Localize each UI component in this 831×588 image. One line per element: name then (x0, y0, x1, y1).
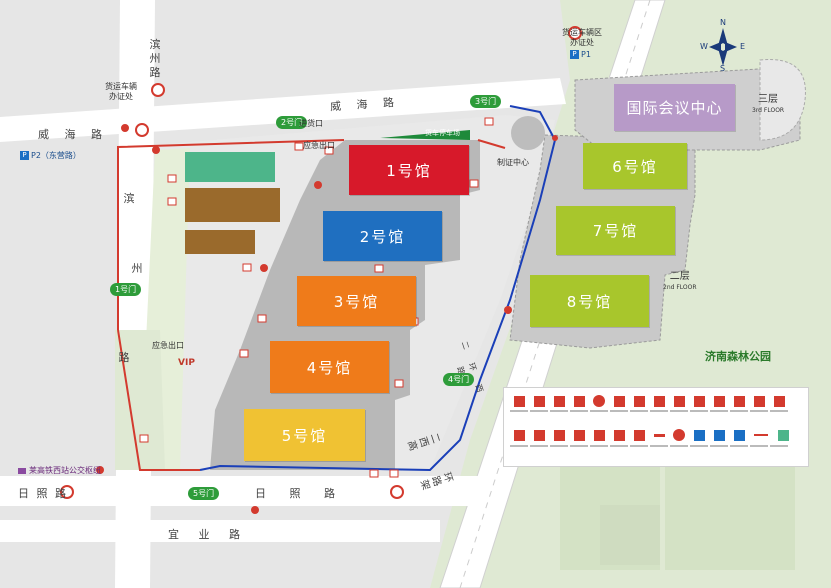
legend-row-1 (514, 395, 785, 407)
brown-block-1 (185, 188, 280, 222)
cargo-office-left: 货运车辆 办证处 (105, 82, 137, 101)
park-field-blocks (560, 460, 795, 570)
hall-2[interactable]: 2号馆 (323, 211, 442, 261)
fence-south-west (117, 329, 200, 471)
emergency-exit-top: 应急出口 (303, 141, 335, 150)
hall-6-label: 6号馆 (612, 157, 658, 176)
no-entry-signs (60, 26, 582, 499)
binzhou-road-label-mid: 滨 (123, 192, 135, 205)
ticket-center-label: 制证中心 (497, 158, 529, 167)
gate-3[interactable]: 3号门 (470, 95, 502, 108)
yiye-road-label: 宜 业 路 (168, 528, 248, 541)
brown-block-2 (185, 230, 255, 254)
cargo-area-label: 货车停车场 (425, 129, 460, 137)
binzhou-road-label-mid2: 州 (131, 262, 143, 275)
gate-4[interactable]: 4号门 (443, 373, 475, 386)
parking-p2-text: P2（东营路） (31, 151, 81, 160)
fence-west (117, 139, 345, 330)
hall-6[interactable]: 6号馆 (583, 143, 687, 189)
yiye-road (0, 520, 440, 542)
legend-caption-placeholders (510, 410, 788, 447)
binzhou-road-label-top: 滨 州 路 (149, 38, 161, 80)
compass: N S W E (700, 18, 746, 73)
compass-e: E (740, 42, 746, 51)
conference-center[interactable]: 国际会议中心 (614, 84, 735, 131)
hall-4[interactable]: 4号馆 (270, 341, 389, 393)
hall-4-label: 4号馆 (306, 358, 353, 377)
second-floor-en: 2nd FLOOR (663, 284, 697, 291)
second-floor-cn: 二层 (669, 271, 690, 282)
compass-n: N (720, 18, 726, 27)
bus-icon (18, 467, 26, 474)
hall-1[interactable]: 1号馆 (349, 145, 469, 195)
small-sign-icons (139, 117, 494, 478)
emergency-exit-mid: 应急出口 (152, 341, 184, 350)
rizhao-road-label-mid: 日 照 路 (255, 487, 345, 500)
vip-label: VIP (178, 358, 195, 368)
compass-s: S (720, 64, 726, 73)
rizhao-road-label-left: 日 照 路 (18, 487, 68, 500)
entrance-exit-label: 进货口 (299, 119, 323, 128)
cargo-office-right: 货运车辆区 办证处 (562, 28, 602, 47)
green-block (185, 152, 275, 182)
binzhou-road-label-low: 路 (118, 351, 130, 364)
compass-w: W (700, 42, 708, 51)
parking-p1-text: P1 (581, 50, 591, 59)
legend-icons (510, 395, 789, 447)
third-floor-cn: 三层 (758, 94, 779, 105)
bus-hub[interactable]: 莱高铁西站公交枢纽 (18, 465, 101, 476)
hall-2-label: 2号馆 (359, 227, 406, 246)
third-floor-en: 3rd FLOOR (752, 107, 785, 114)
cargo-area-marker (380, 130, 470, 140)
gate-1[interactable]: 1号门 (110, 283, 142, 296)
roundabout (511, 116, 545, 150)
hall-7[interactable]: 7号馆 (556, 206, 675, 255)
compass-icon (709, 28, 737, 66)
vip-text: VIP (178, 358, 195, 368)
parking-icon: P (20, 151, 29, 160)
hall-3[interactable]: 3号馆 (297, 276, 416, 326)
forest-park-label: 济南森林公园 (705, 350, 771, 363)
vehicle-route (199, 105, 557, 472)
hall-8[interactable]: 8号馆 (530, 275, 649, 327)
bus-hub-text: 莱高铁西站公交枢纽 (29, 466, 101, 475)
hall-3-label: 3号馆 (333, 292, 380, 311)
gate-2[interactable]: 2号门 (276, 116, 308, 129)
parking-icon: P (570, 50, 579, 59)
hall-5-label: 5号馆 (281, 426, 328, 445)
hall-7-label: 7号馆 (592, 222, 639, 240)
hall-1-label: 1号馆 (386, 161, 432, 180)
legend-row-2 (514, 429, 789, 441)
weihai-road-label-left: 威 海 路 (38, 128, 108, 141)
third-floor-label: 三层 3rd FLOOR (752, 94, 784, 116)
second-floor-label: 二层 2nd FLOOR (663, 271, 697, 293)
hall-8-label: 8号馆 (566, 292, 613, 311)
conference-center-label: 国际会议中心 (626, 99, 723, 117)
binzhou-top-text: 滨 州 路 (149, 38, 161, 79)
hall-5[interactable]: 5号馆 (244, 409, 365, 461)
gate-5[interactable]: 5号门 (188, 487, 220, 500)
legend-panel (503, 387, 809, 467)
